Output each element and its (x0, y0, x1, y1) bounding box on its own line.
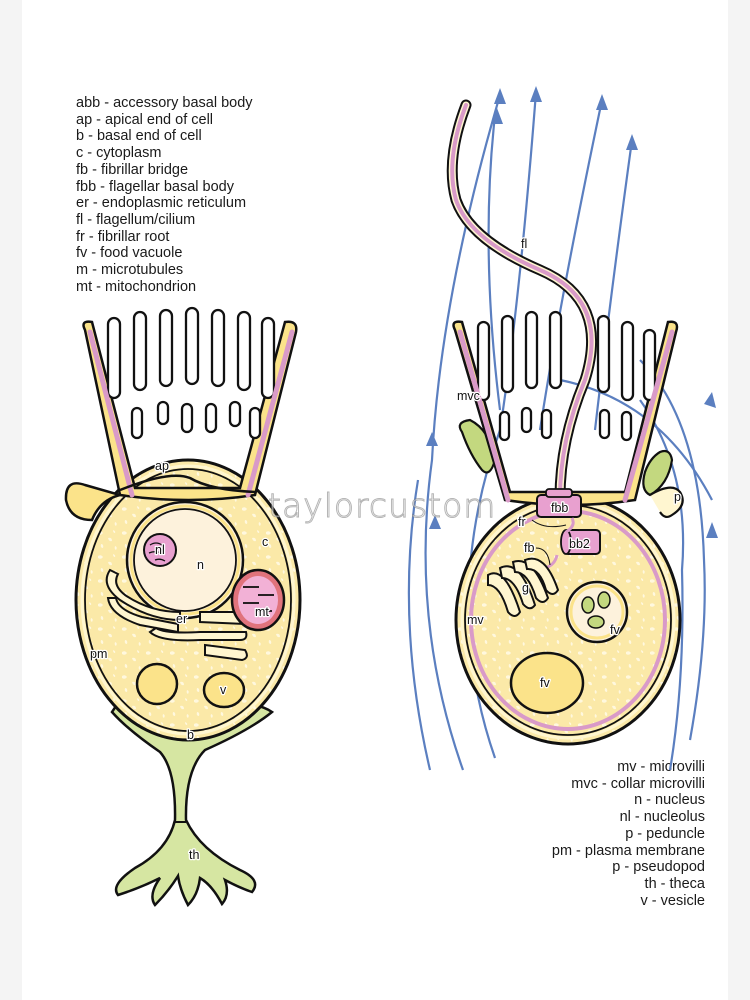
food-vacuole-small (565, 580, 629, 644)
peduncle (649, 486, 684, 519)
legend-item: m - microtubules (76, 262, 184, 279)
legend-item: fv - food vacuole (76, 245, 183, 262)
collar (82, 320, 298, 502)
legend-item: fl - flagellum/cilium (76, 211, 196, 228)
label-v: v (220, 683, 227, 697)
label-mvc: mvc (457, 389, 480, 403)
label-fl: fl (521, 237, 527, 251)
legend-item: abb - accessory basal body (76, 95, 253, 111)
label-fv-small: fv (610, 623, 620, 637)
golgi-apparatus (487, 557, 560, 617)
label-ap: ap (155, 459, 169, 473)
label-er: er (176, 612, 187, 626)
legend-item: mt - mitochondrion (76, 278, 197, 295)
right-cell: fl mvc fbb p fr fb bb2 g mv fv fv (407, 86, 718, 771)
legend-item: fb - fibrillar bridge (76, 161, 189, 178)
legend-item: b - basal end of cell (76, 128, 202, 145)
label-p: p (674, 490, 681, 504)
label-b: b (187, 728, 194, 742)
legend-item: v - vesicle (640, 892, 705, 909)
legend-item: p - peduncle (625, 825, 705, 842)
label-nl: nl (155, 543, 165, 557)
label-pm: pm (90, 647, 107, 661)
nucleolus (143, 533, 177, 567)
vesicle (202, 671, 246, 709)
legend-item: pm - plasma membrane (551, 842, 705, 859)
label-g: g (522, 581, 529, 595)
vesicle (135, 662, 179, 706)
label-n: n (197, 558, 204, 572)
nucleus (125, 500, 245, 620)
legend-left: abb - accessory basal body ap - apical e… (76, 95, 253, 295)
label-fr: fr (518, 515, 526, 529)
arrowhead-icon (426, 86, 718, 538)
legend-item: nl - nucleolus (619, 809, 705, 826)
legend-item: mv - microvilli (617, 759, 705, 775)
label-c: c (262, 535, 268, 549)
left-cell: ap c nl n mt er pm v b th (64, 306, 302, 908)
food-vacuole-large (509, 651, 585, 715)
label-bb2: bb2 (569, 537, 590, 551)
label-mt: mt (255, 605, 269, 619)
label-fb: fb (524, 541, 534, 555)
legend-item: mvc - collar microvilli (571, 775, 705, 792)
legend-item: fbb - flagellar basal body (76, 178, 234, 195)
legend-right: mv - microvilli mvc - collar microvilli … (552, 759, 705, 909)
label-mv: mv (467, 613, 484, 627)
label-fv-large: fv (540, 676, 550, 690)
legend-item: er - endoplasmic reticulum (76, 195, 247, 212)
legend-item: fr - fibrillar root (76, 228, 170, 245)
label-th: th (189, 848, 199, 862)
label-fbb: fbb (551, 501, 568, 515)
legend-item: n - nucleus (634, 792, 705, 809)
legend-item: c - cytoplasm (76, 145, 162, 162)
legend-item: p - pseudopod (612, 859, 705, 876)
legend-item: ap - apical end of cell (76, 111, 214, 128)
legend-item: th - theca (644, 875, 705, 892)
